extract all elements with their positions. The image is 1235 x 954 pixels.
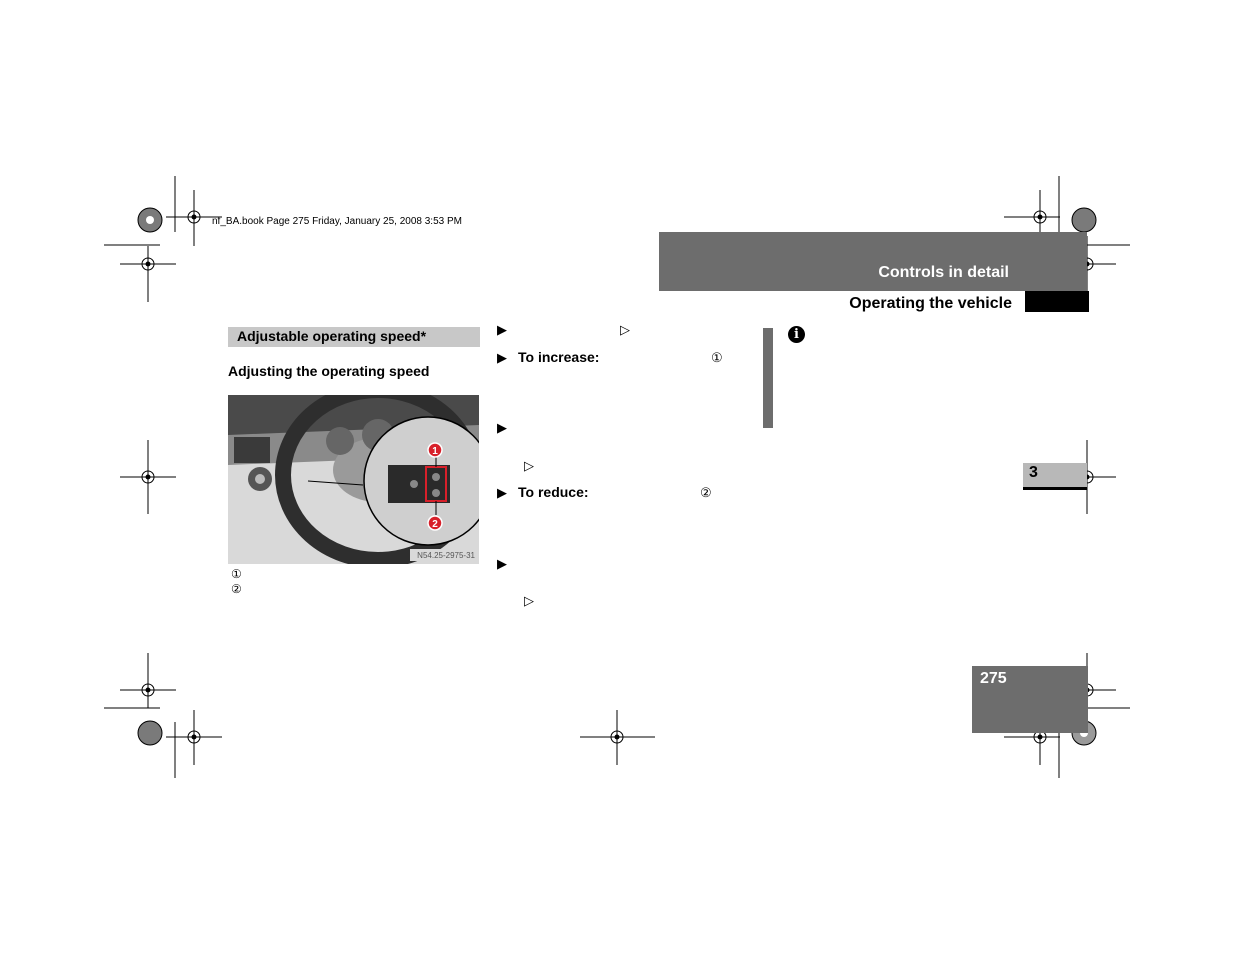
bullet-arrow-icon: ▶	[497, 322, 507, 337]
hollow-arrow-icon: ▷	[524, 593, 534, 608]
legend-item-1: ①	[231, 567, 242, 581]
bullet-arrow-icon: ▶	[497, 420, 507, 435]
section-heading: Adjustable operating speed*	[237, 328, 427, 344]
figure-code: N54.25-2975-31	[417, 551, 475, 560]
hollow-arrow-icon: ▷	[524, 458, 534, 473]
hollow-arrow-icon: ▷	[620, 322, 630, 337]
increase-ref: ①	[711, 350, 723, 365]
heading-box	[228, 327, 480, 347]
subheading: Adjusting the operating speed	[228, 363, 430, 379]
chapter-number: 3	[1029, 464, 1038, 481]
chapter-title: Controls in detail	[878, 264, 1009, 281]
increase-label: To increase:	[518, 349, 600, 365]
print-info: nf_BA.book Page 275 Friday, January 25, …	[212, 216, 462, 227]
callout-1	[427, 442, 443, 458]
page-number: 275	[980, 670, 1007, 687]
info-icon: i	[788, 326, 805, 343]
page-number-box	[972, 666, 1088, 733]
header-band	[659, 232, 1087, 291]
callout-2	[427, 515, 443, 531]
section-tab	[1025, 291, 1089, 312]
reduce-label: To reduce:	[518, 484, 589, 500]
chapter-tab	[1023, 463, 1087, 490]
callout-1-label: 1	[432, 446, 438, 457]
section-title: Operating the vehicle	[849, 295, 1012, 312]
bullet-arrow-icon: ▶	[497, 485, 507, 500]
bullet-arrow-icon: ▶	[497, 350, 507, 365]
callout-2-label: 2	[432, 519, 438, 530]
steering-wheel-figure: 1 2 N54.25-2975-31	[228, 395, 479, 564]
legend-item-2: ②	[231, 582, 242, 596]
note-bar	[763, 328, 773, 428]
reduce-ref: ②	[700, 485, 712, 500]
bullet-arrow-icon: ▶	[497, 556, 507, 571]
